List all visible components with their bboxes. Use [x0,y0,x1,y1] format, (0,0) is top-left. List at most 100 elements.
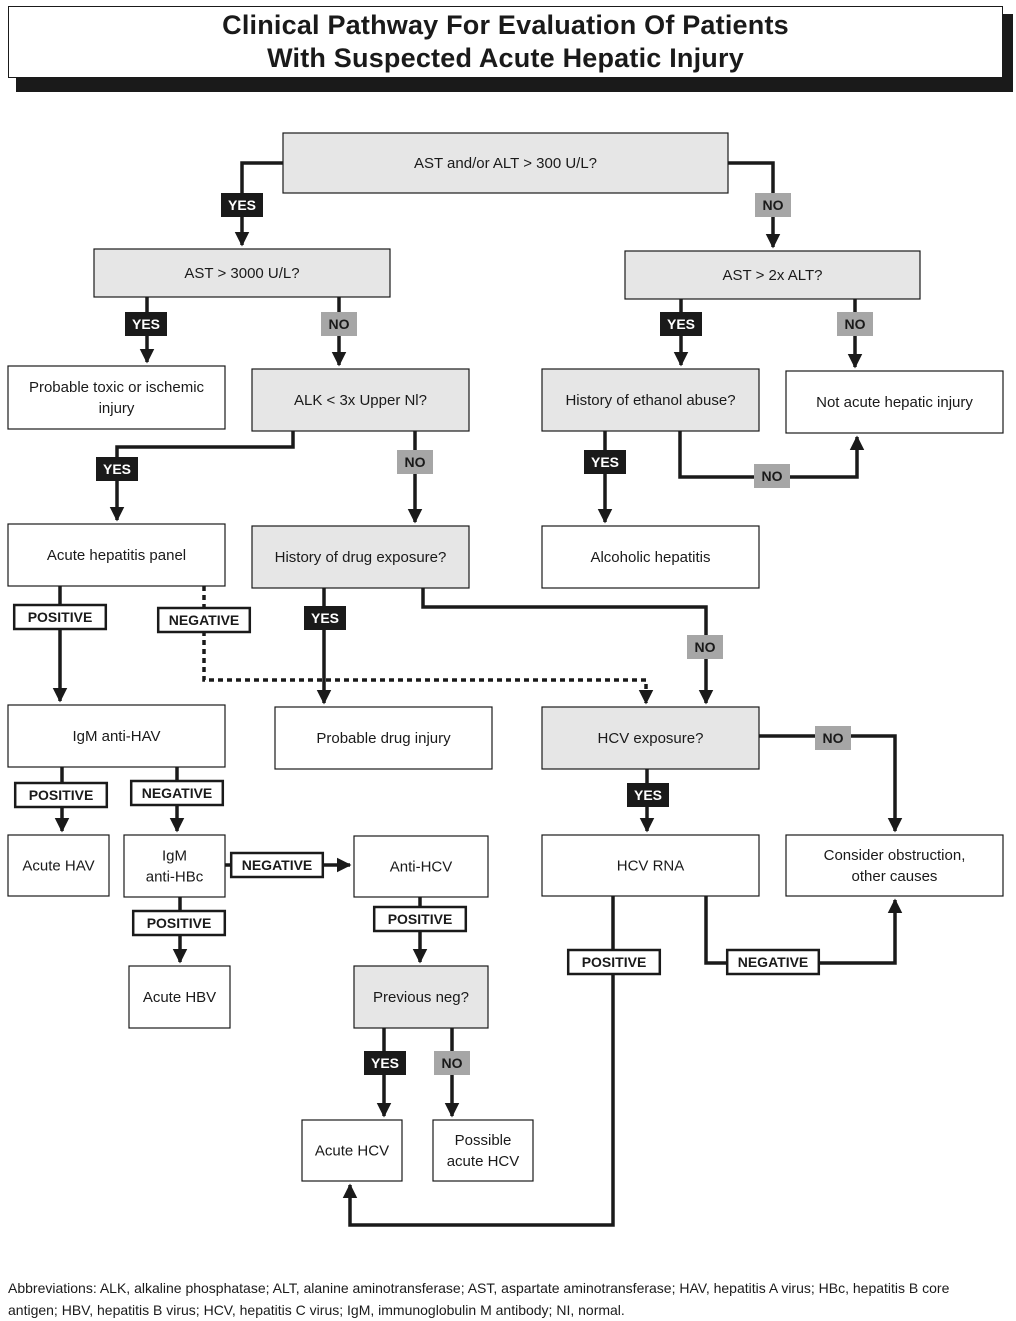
node-n5: ALK < 3x Upper Nl? [251,368,470,432]
node-n11: IgM anti-HAV [7,704,226,768]
edge-label-box [364,1051,406,1075]
edge-label-yes: YES [221,193,263,217]
node-box [624,250,921,300]
node-n7: Not acute hepatic injury [785,370,1004,434]
node-box [251,525,470,589]
node-box [785,834,1004,897]
edge-label-text: POSITIVE [28,609,93,625]
node-text: ALK < 3x Upper Nl? [294,392,427,409]
node-text: AST and/or ALT > 300 U/L? [414,155,597,172]
edge-label-no: NO [815,726,851,750]
edge-label-yes: YES [304,606,346,630]
title-line-2: With Suspected Acute Hepatic Injury [267,43,744,73]
title-line-1: Clinical Pathway For Evaluation Of Patie… [222,10,789,40]
node-text: injury [99,400,135,417]
edge-label-box [754,464,790,488]
node-box [274,706,493,770]
node-text: Anti-HCV [390,859,453,876]
node-n19: Acute HBV [128,965,231,1029]
node-box [251,368,470,432]
edge-label-negative: NEGATIVE [229,851,325,879]
node-n14: Acute HAV [7,834,110,897]
node-text: Alcoholic hepatitis [590,549,710,566]
edge-label-box [725,948,821,976]
edge-label-box [372,905,468,933]
node-text: anti-HBc [146,869,204,886]
node-box [541,368,760,432]
edge-label-box [687,635,723,659]
edge-label-text: YES [132,316,160,332]
node-text: Acute HBV [143,989,216,1006]
edge-label-box [584,450,626,474]
edge-label-positive: POSITIVE [12,603,108,631]
edge-label-box [229,851,325,879]
node-text: History of drug exposure? [275,549,447,566]
edge-label-text: YES [634,787,662,803]
edge-label-text: POSITIVE [582,954,647,970]
node-n17: HCV RNA [541,834,760,897]
node-box [353,835,489,898]
node-box [541,834,760,897]
edge-label-box [755,193,791,217]
edge-label-text: YES [371,1055,399,1071]
node-n18: Consider obstruction,other causes [785,834,1004,897]
node-text: AST > 3000 U/L? [184,265,299,282]
abbreviations-footnote: Abbreviations: ALK, alkaline phosphatase… [8,1280,950,1318]
edge-label-text: NEGATIVE [738,954,809,970]
edge-label-yes: YES [627,783,669,807]
node-box [301,1119,403,1182]
edge-label-positive: POSITIVE [131,909,227,937]
node-n3: AST > 2x ALT? [624,250,921,300]
edge-label-text: YES [228,197,256,213]
edge-label-text: POSITIVE [29,787,94,803]
edge-label-box [434,1051,470,1075]
node-text: acute HCV [447,1153,520,1170]
node-text: HCV RNA [617,858,685,875]
node-text: Probable toxic or ischemic [29,379,205,396]
node-n10: Alcoholic hepatitis [541,525,760,589]
node-box [7,523,226,587]
node-n20: Previous neg? [353,965,489,1029]
edge-label-box [837,312,873,336]
edge-label-box [131,909,227,937]
edge-label-yes: YES [96,457,138,481]
node-n13: HCV exposure? [541,706,760,770]
node-box [7,365,226,430]
edge-label-text: NO [442,1055,463,1071]
edge-label-text: YES [667,316,695,332]
edge-label-text: NEGATIVE [142,785,213,801]
edge-label-text: NO [762,468,783,484]
edge-label-box [397,450,433,474]
edge-label-box [129,779,225,807]
edge-label-box [156,606,252,634]
node-n16: Anti-HCV [353,835,489,898]
edge-label-positive: POSITIVE [13,781,109,809]
edge-label-box [660,312,702,336]
edge-n1-to-n3 [728,161,781,249]
node-text: Probable drug injury [316,730,451,747]
node-text: AST > 2x ALT? [723,267,823,284]
node-box [785,370,1004,434]
edge-label-text: YES [591,454,619,470]
node-text: Acute HAV [22,858,94,875]
edge-label-text: NO [695,639,716,655]
node-text: HCV exposure? [598,730,704,747]
edges [52,161,903,1227]
edge-label-negative: NEGATIVE [156,606,252,634]
edge-label-box [125,312,167,336]
edge-label-positive: POSITIVE [372,905,468,933]
edge-label-box [221,193,263,217]
edge-label-yes: YES [125,312,167,336]
edge-label-negative: NEGATIVE [129,779,225,807]
node-box [7,834,110,897]
edge-label-text: NO [763,197,784,213]
node-box [353,965,489,1029]
node-n2: AST > 3000 U/L? [93,248,391,298]
node-text: IgM [162,848,187,865]
node-n21: Acute HCV [301,1119,403,1182]
edge-label-box [12,603,108,631]
edge-label-box [13,781,109,809]
node-n9: History of drug exposure? [251,525,470,589]
edge-label-box [304,606,346,630]
